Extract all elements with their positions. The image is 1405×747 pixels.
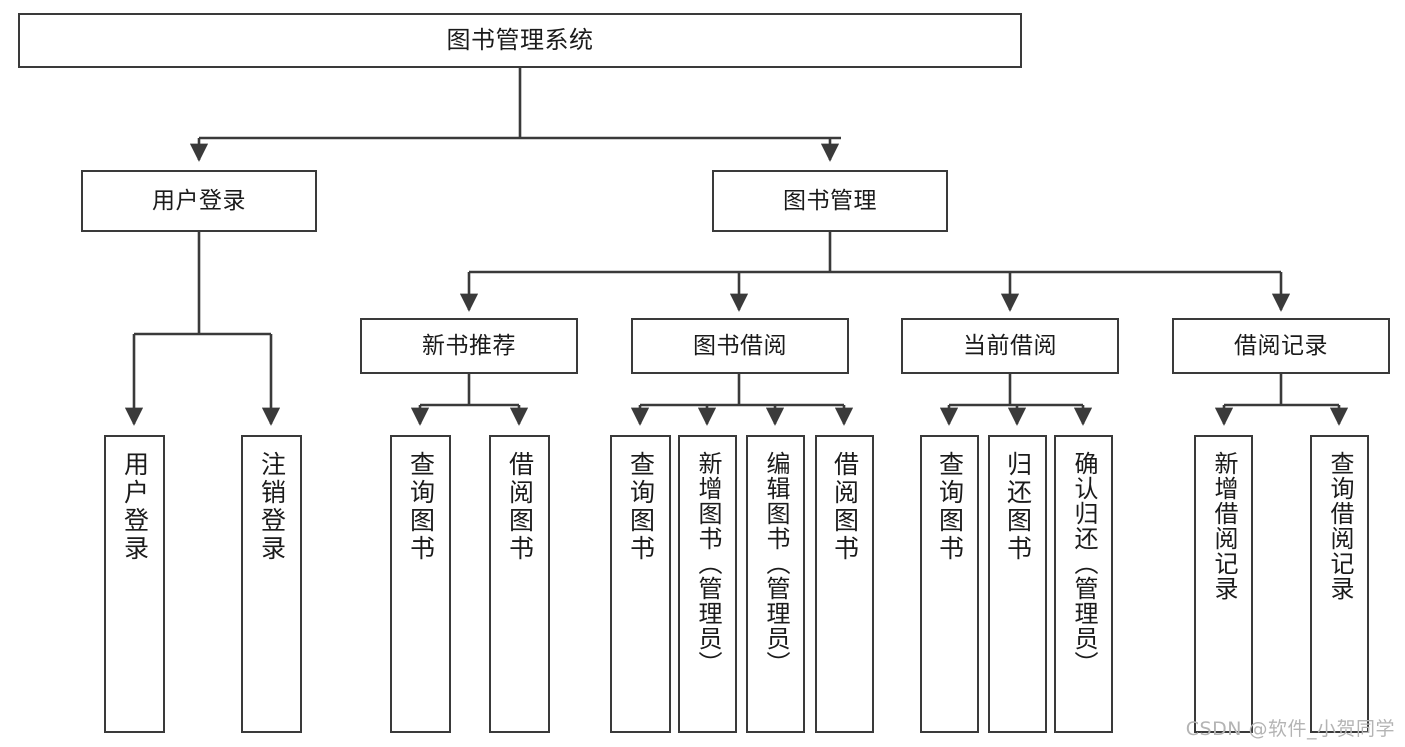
node-label: 用户登录 — [152, 187, 246, 214]
node-label: 新增图书（管理员） — [693, 451, 722, 676]
node-label: 注销登录 — [257, 451, 287, 563]
leaf-current-query-book[interactable]: 查询图书 — [920, 435, 979, 733]
node-label: 新书推荐 — [422, 332, 516, 359]
node-label: 当前借阅 — [963, 332, 1057, 359]
node-label: 查询图书 — [406, 451, 436, 563]
node-label: 归还图书 — [1003, 451, 1033, 563]
node-root-system[interactable]: 图书管理系统 — [18, 13, 1022, 68]
leaf-current-return-book[interactable]: 归还图书 — [988, 435, 1047, 733]
node-label: 确认归还（管理员） — [1069, 451, 1098, 676]
node-label: 图书借阅 — [693, 332, 787, 359]
node-label: 查询借阅记录 — [1325, 451, 1354, 601]
leaf-current-confirm-return-admin[interactable]: 确认归还（管理员） — [1054, 435, 1113, 733]
node-current-borrow[interactable]: 当前借阅 — [901, 318, 1119, 374]
node-label: 借阅图书 — [505, 451, 535, 563]
leaf-record-add-record[interactable]: 新增借阅记录 — [1194, 435, 1253, 733]
leaf-user-login-logout[interactable]: 注销登录 — [241, 435, 302, 733]
leaf-recommend-borrow-book[interactable]: 借阅图书 — [489, 435, 550, 733]
node-book-borrow[interactable]: 图书借阅 — [631, 318, 849, 374]
leaf-borrow-borrow-book[interactable]: 借阅图书 — [815, 435, 874, 733]
node-label: 查询图书 — [626, 451, 656, 563]
node-book-management[interactable]: 图书管理 — [712, 170, 948, 232]
node-label: 借阅图书 — [830, 451, 860, 563]
leaf-record-query-record[interactable]: 查询借阅记录 — [1310, 435, 1369, 733]
node-user-login[interactable]: 用户登录 — [81, 170, 317, 232]
node-label: 编辑图书（管理员） — [761, 451, 790, 676]
node-label: 用户登录 — [120, 451, 150, 563]
leaf-recommend-query-book[interactable]: 查询图书 — [390, 435, 451, 733]
node-label: 图书管理 — [783, 187, 877, 214]
leaf-user-login-do-login[interactable]: 用户登录 — [104, 435, 165, 733]
leaf-borrow-add-book-admin[interactable]: 新增图书（管理员） — [678, 435, 737, 733]
leaf-borrow-query-book[interactable]: 查询图书 — [610, 435, 671, 733]
node-borrow-record[interactable]: 借阅记录 — [1172, 318, 1390, 374]
node-new-book-recommend[interactable]: 新书推荐 — [360, 318, 578, 374]
node-label: 图书管理系统 — [446, 25, 594, 54]
node-label: 查询图书 — [935, 451, 965, 563]
leaf-borrow-edit-book-admin[interactable]: 编辑图书（管理员） — [746, 435, 805, 733]
node-label: 新增借阅记录 — [1209, 451, 1238, 601]
csdn-watermark: CSDN @软件_小贺同学 — [1185, 718, 1395, 740]
node-label: 借阅记录 — [1234, 332, 1328, 359]
